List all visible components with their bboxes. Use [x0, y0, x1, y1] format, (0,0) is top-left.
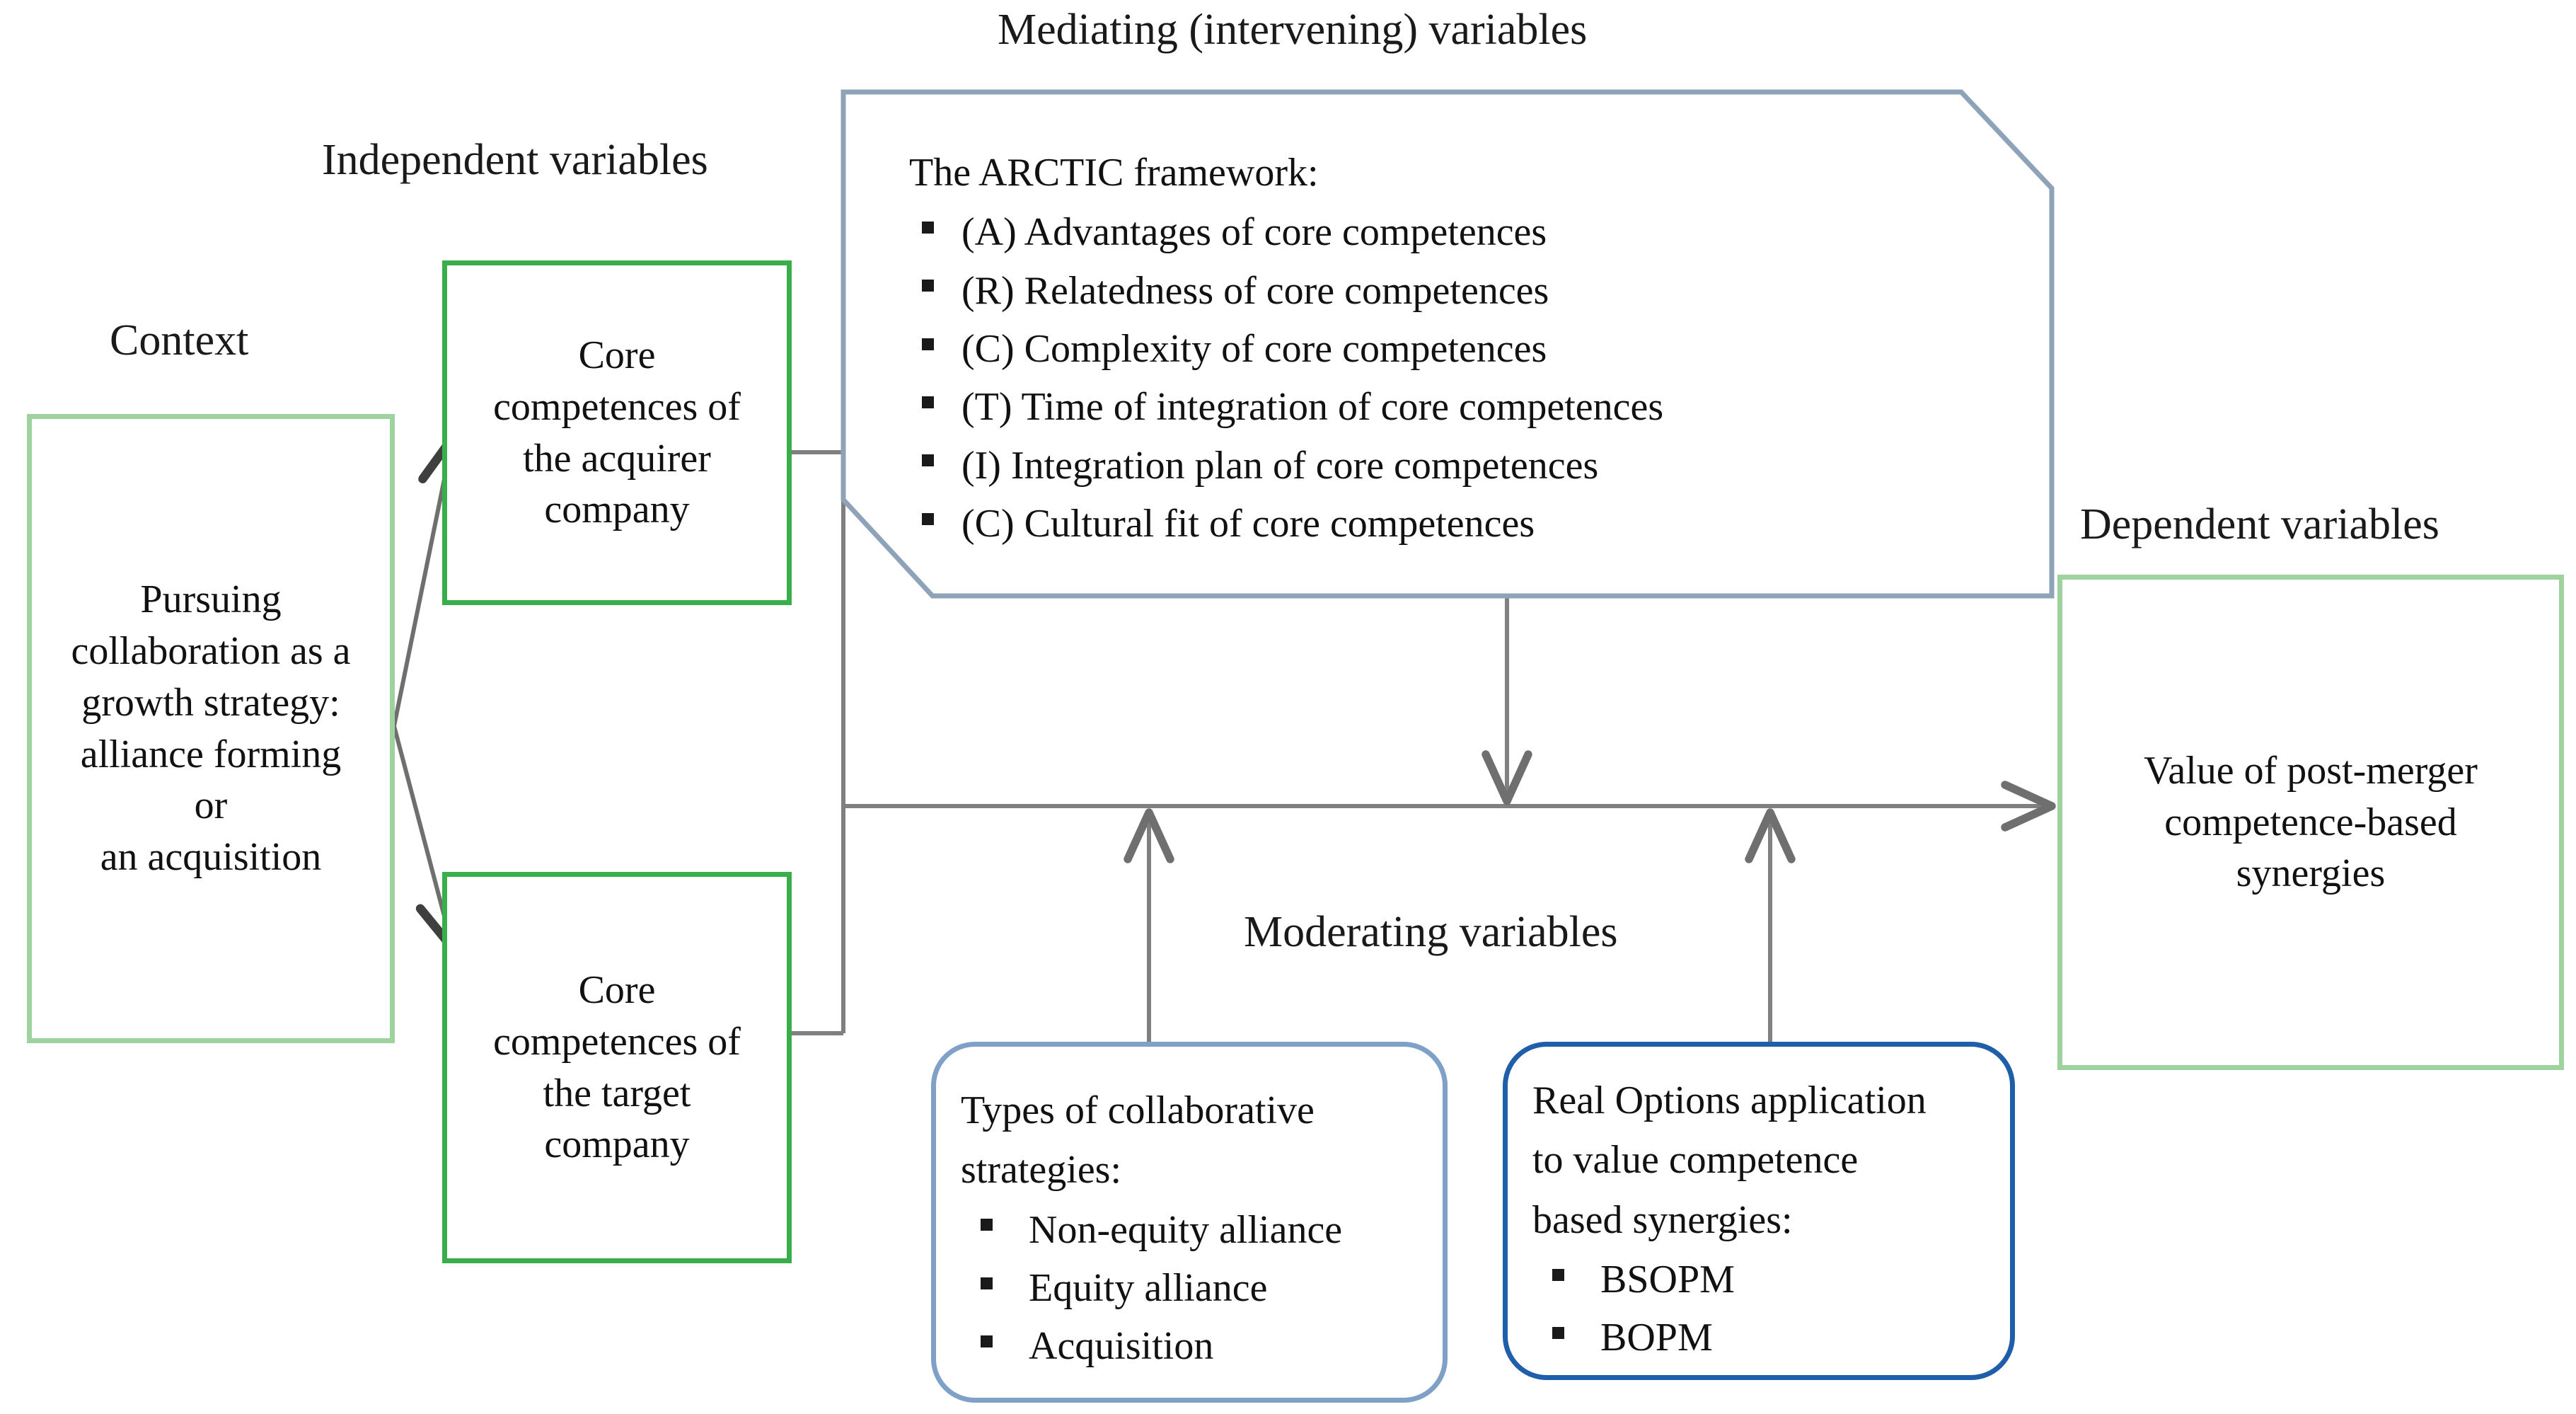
dependent-line-1: competence-based	[2164, 800, 2457, 844]
context-line-0: Pursuing	[140, 577, 282, 622]
bullet-square-icon	[981, 1219, 993, 1231]
context-line-5: an acquisition	[100, 835, 322, 880]
acquirer-competences-text: Core competences of the acquirer company	[442, 260, 792, 605]
arctic-item: (T) Time of integration of core competen…	[909, 378, 2013, 436]
bullet-square-icon	[1552, 1268, 1564, 1281]
moderating-real-options-box[interactable]	[1503, 1042, 2015, 1380]
dependent-variable-box[interactable]	[2057, 575, 2564, 1070]
arctic-item-label: (C) Cultural fit of core competences	[961, 501, 1535, 546]
target-line-2: the target	[543, 1071, 691, 1115]
arctic-item-list: (A) Advantages of core competences (R) R…	[909, 203, 2013, 553]
moderating-real-options-content: Real Options application to value compet…	[1532, 1071, 1999, 1367]
target-competences-box[interactable]	[442, 872, 792, 1263]
arctic-item-label: (R) Relatedness of core competences	[961, 268, 1549, 313]
moderating-left-item-label: Equity alliance	[1029, 1265, 1268, 1310]
heading-independent-variables: Independent variables	[322, 136, 708, 184]
bullet-square-icon	[981, 1335, 993, 1347]
context-box[interactable]	[27, 414, 395, 1043]
context-box-text: Pursuing collaboration as a growth strat…	[27, 414, 395, 1043]
moderating-left-item-list: Non-equity alliance Equity alliance Acqu…	[961, 1201, 1435, 1376]
acquirer-line-0: Core	[578, 333, 656, 377]
bullet-square-icon	[1552, 1327, 1564, 1339]
dependent-variable-text: Value of post-merger competence-based sy…	[2057, 575, 2564, 1070]
acquirer-line-3: company	[544, 488, 690, 532]
arctic-item-label: (I) Integration plan of core competences	[961, 443, 1599, 488]
target-line-1: competences of	[493, 1019, 741, 1064]
moderating-right-item-list: BSOPM BOPM	[1532, 1251, 1999, 1367]
moderating-right-item-label: BOPM	[1600, 1316, 1713, 1360]
moderating-right-title-line-1: to value competence	[1532, 1138, 1859, 1183]
acquirer-line-1: competences of	[493, 384, 741, 429]
arctic-item-label: (C) Complexity of core competences	[961, 326, 1547, 371]
moderating-left-item: Acquisition	[961, 1317, 1435, 1375]
moderating-right-title-line-2: based synergies:	[1532, 1197, 1793, 1242]
bullet-square-icon	[922, 338, 934, 350]
bullet-square-icon	[981, 1277, 993, 1289]
moderating-left-item-label: Acquisition	[1029, 1324, 1214, 1369]
arctic-item: (I) Integration plan of core competences	[909, 437, 2013, 495]
heading-dependent-variables: Dependent variables	[2080, 500, 2439, 548]
bullet-square-icon	[922, 280, 934, 292]
moderating-right-title-line-0: Real Options application	[1532, 1079, 1927, 1122]
moderating-collaborative-strategies-content: Types of collaborative strategies: Non-e…	[961, 1081, 1435, 1376]
heading-context: Context	[110, 316, 249, 364]
moderating-left-item: Non-equity alliance	[961, 1201, 1435, 1259]
target-line-0: Core	[578, 967, 656, 1012]
acquirer-line-2: the acquirer	[523, 436, 711, 481]
moderating-collaborative-strategies-box[interactable]	[931, 1042, 1448, 1403]
arctic-item-label: (T) Time of integration of core competen…	[961, 385, 1664, 430]
context-line-3: alliance forming	[80, 732, 342, 776]
bullet-square-icon	[922, 454, 934, 467]
arctic-item: (C) Cultural fit of core competences	[909, 495, 2013, 553]
arctic-item-label: (A) Advantages of core competences	[961, 210, 1547, 255]
acquirer-competences-box[interactable]	[442, 260, 792, 605]
moderating-left-title-line-0: Types of collaborative	[961, 1088, 1315, 1132]
moderating-left-item-label: Non-equity alliance	[1029, 1207, 1343, 1252]
arctic-framework-panel[interactable]: The ARCTIC framework: (A) Advantages of …	[909, 144, 2013, 553]
dependent-line-2: synergies	[2236, 851, 2386, 896]
bullet-square-icon	[922, 396, 934, 408]
arctic-panel-title: The ARCTIC framework:	[909, 151, 1319, 195]
dependent-line-0: Value of post-merger	[2144, 748, 2478, 793]
bullet-square-icon	[922, 512, 934, 525]
moderating-right-item: BSOPM	[1532, 1251, 1999, 1309]
heading-moderating-variables: Moderating variables	[1244, 908, 1618, 956]
moderating-right-item: BOPM	[1532, 1309, 1999, 1367]
bullet-square-icon	[922, 222, 934, 234]
target-line-3: company	[544, 1122, 690, 1167]
arctic-item: (A) Advantages of core competences	[909, 203, 2013, 261]
context-line-1: collaboration as a	[71, 628, 351, 673]
context-line-2: growth strategy:	[81, 680, 340, 725]
arctic-item: (C) Complexity of core competences	[909, 320, 2013, 378]
context-line-4: or	[194, 783, 228, 828]
moderating-right-item-label: BSOPM	[1600, 1257, 1735, 1301]
moderating-left-item: Equity alliance	[961, 1259, 1435, 1317]
heading-mediating-variables: Mediating (intervening) variables	[998, 6, 1588, 54]
arctic-item: (R) Relatedness of core competences	[909, 262, 2013, 320]
moderating-left-title-line-1: strategies:	[961, 1148, 1122, 1192]
target-competences-text: Core competences of the target company	[442, 872, 792, 1263]
